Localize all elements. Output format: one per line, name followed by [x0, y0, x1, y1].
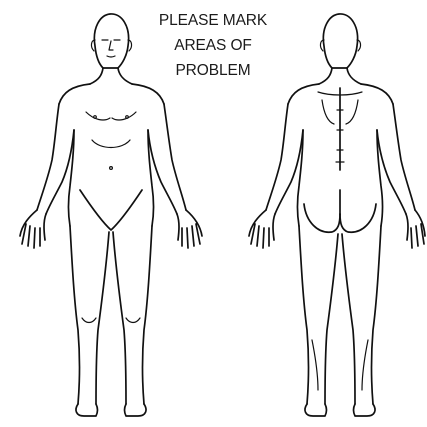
back-right-hand [406, 210, 425, 248]
back-right-arm-inner [377, 130, 406, 214]
back-left-leg-outer [299, 226, 309, 404]
back-shoulder-right [361, 84, 393, 104]
back-left-arm-inner [275, 130, 303, 214]
back-buttock-right [340, 204, 376, 232]
instruction-line-2: AREAS OF [138, 33, 288, 58]
back-right-leg-outer [372, 226, 382, 404]
instruction-text: PLEASE MARK AREAS OF PROBLEM [138, 8, 288, 83]
back-left-hand [249, 210, 275, 248]
instruction-line-3: PROBLEM [138, 58, 288, 83]
back-right-calf [362, 340, 368, 390]
instruction-line-1: PLEASE MARK [138, 8, 288, 33]
back-scapula-left [322, 100, 334, 124]
back-scapula-right [346, 100, 358, 124]
back-left-foot [305, 404, 327, 416]
back-right-foot [354, 404, 376, 416]
back-neck-left [319, 68, 332, 84]
back-buttock-left [304, 204, 340, 232]
back-neck-right [347, 68, 361, 84]
back-right-leg-inner [342, 234, 355, 404]
back-shoulder-left [288, 84, 319, 104]
back-head-outline [323, 14, 357, 68]
back-left-leg-inner [325, 234, 338, 404]
back-left-calf [312, 340, 318, 390]
back-torso-left [298, 130, 304, 226]
